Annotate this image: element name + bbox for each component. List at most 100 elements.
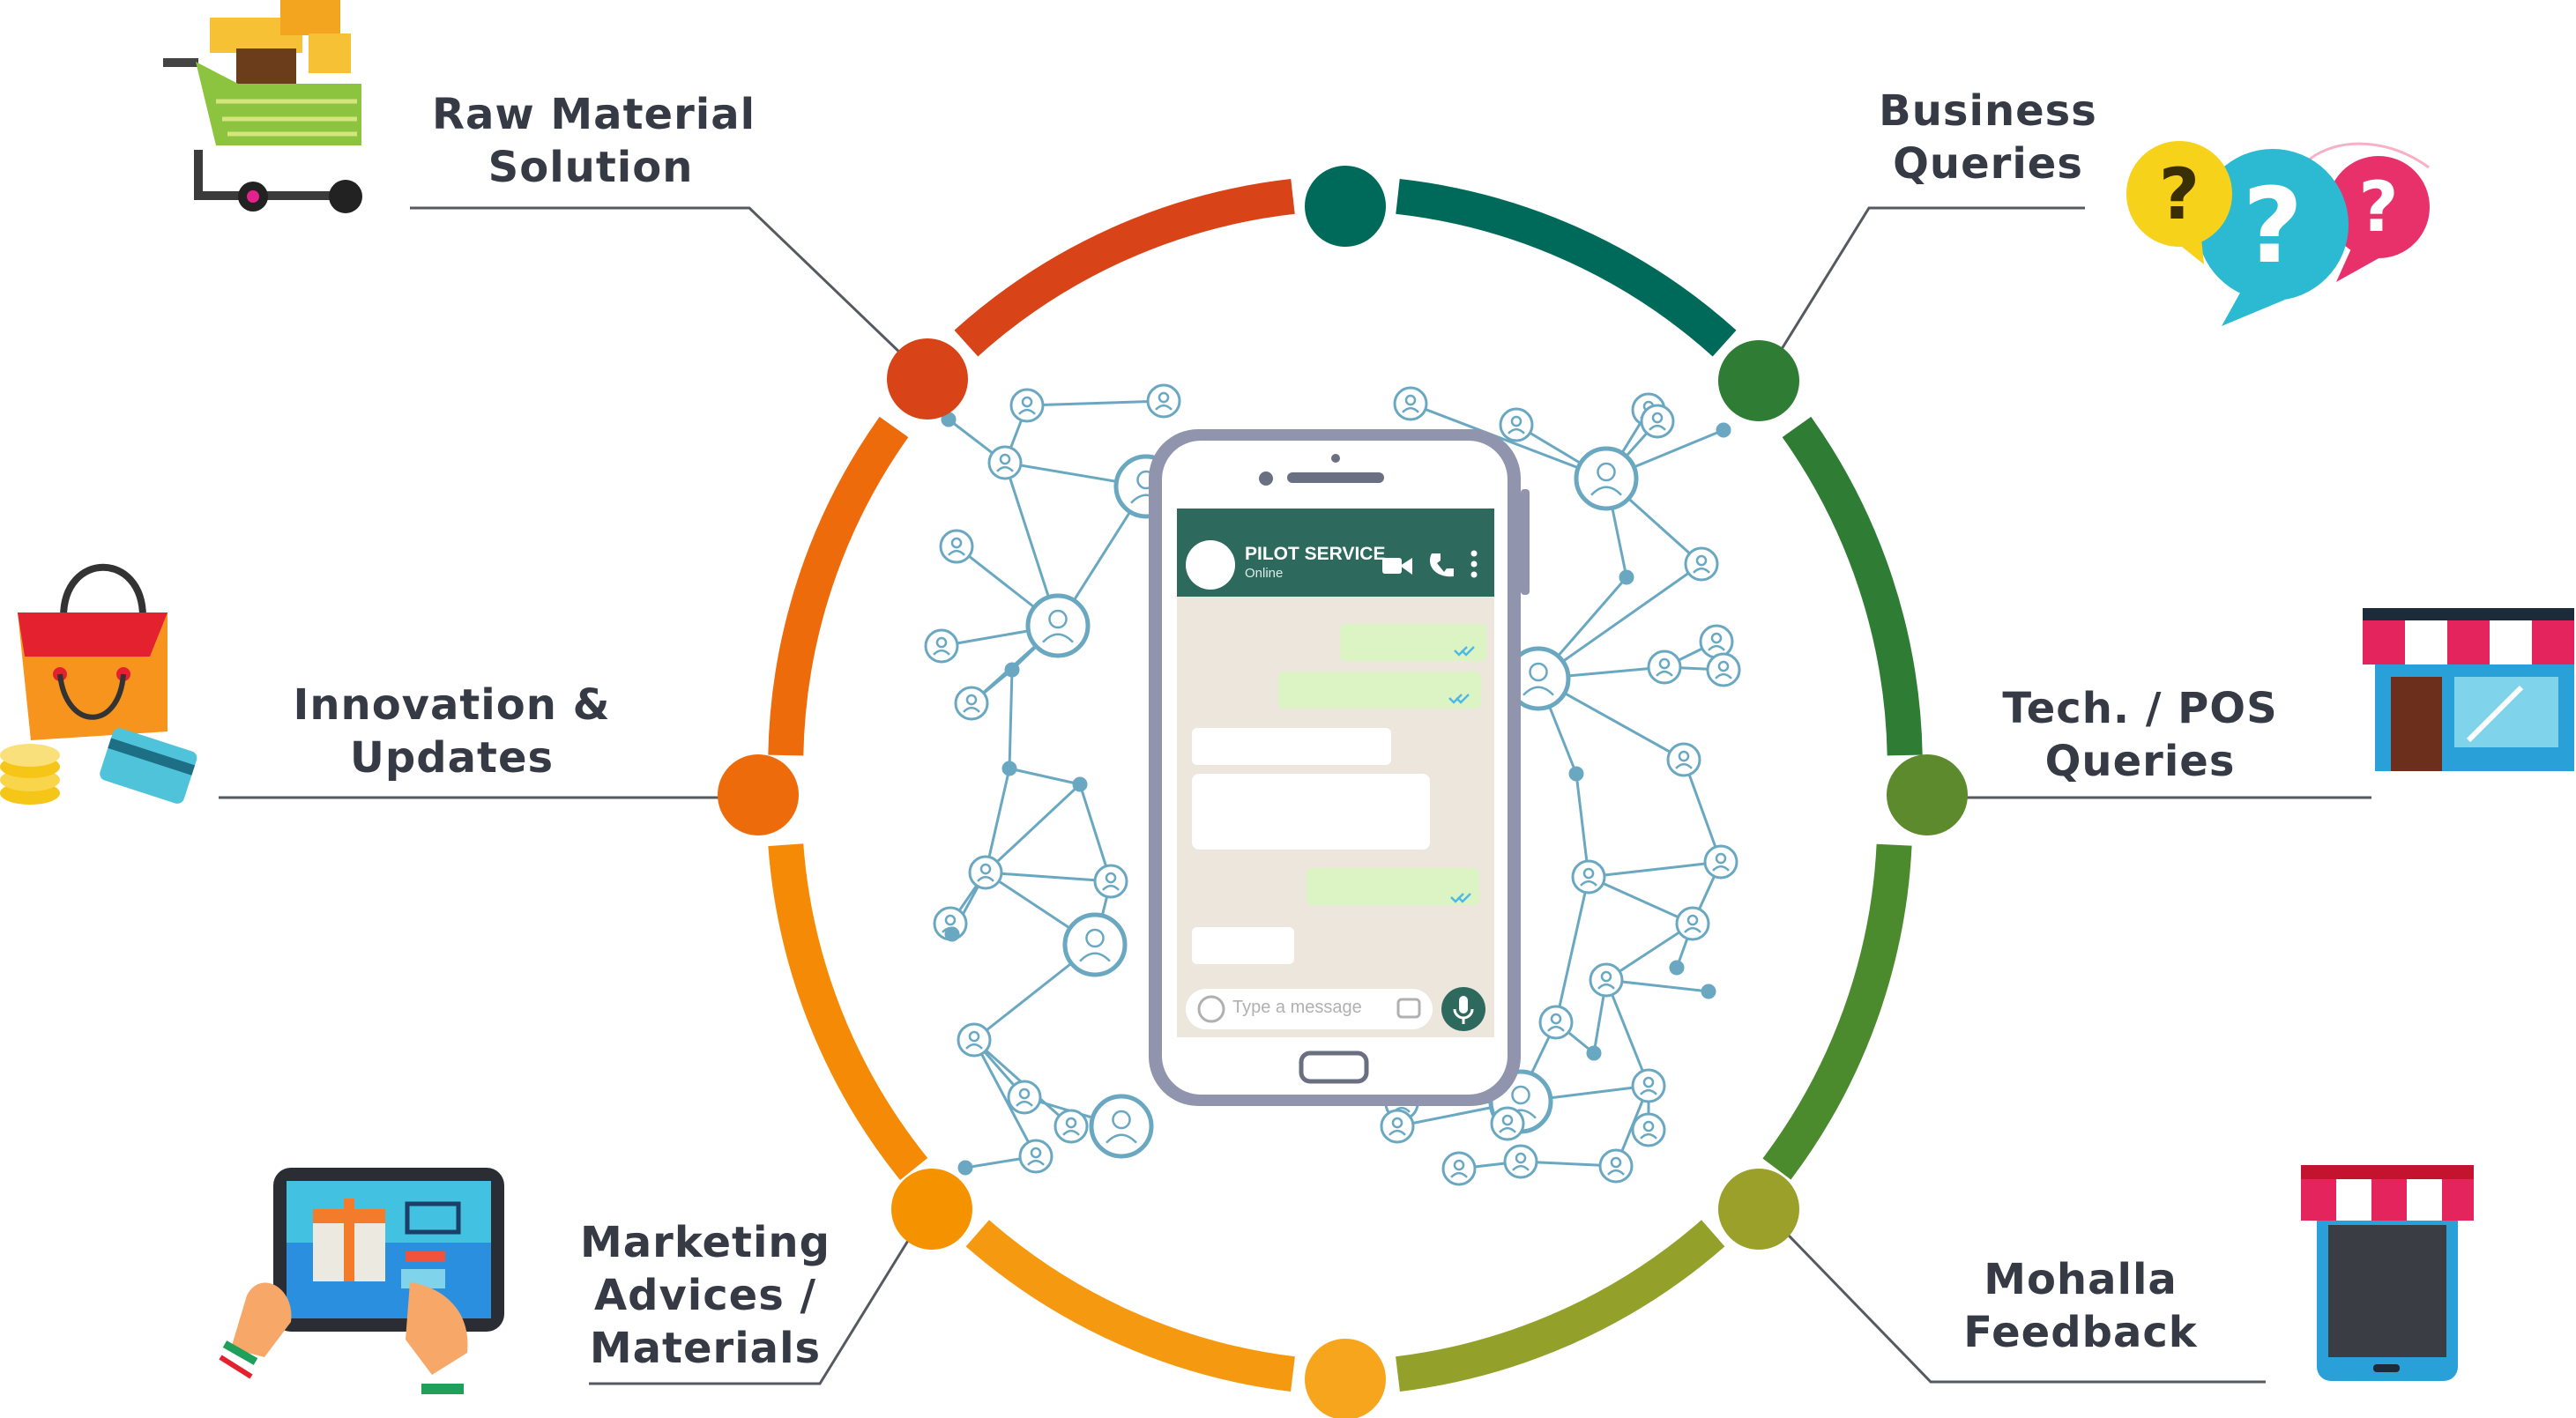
network-person-node	[1586, 1045, 1602, 1061]
person-head	[1658, 657, 1671, 670]
label-innovation-updates: Innovation &Updates	[293, 680, 611, 783]
network-person-node	[1716, 422, 1731, 438]
network-person-node	[1669, 960, 1685, 976]
network-edge	[1009, 767, 1081, 786]
node-top	[1305, 166, 1386, 247]
person-body	[1684, 926, 1701, 933]
network-edge	[1554, 876, 1590, 1023]
person-head	[999, 453, 1011, 465]
person-head	[1642, 1076, 1655, 1088]
person-body	[1640, 1132, 1657, 1140]
person-head	[1678, 750, 1690, 762]
ring-arc-top-left	[954, 179, 1295, 357]
network-edge	[985, 871, 1112, 883]
person-body	[963, 706, 980, 713]
person-head	[1510, 415, 1523, 427]
process-ring	[768, 179, 1923, 1392]
smartphone-icon	[1149, 429, 1530, 1106]
ring-arc-left-upper	[768, 416, 909, 756]
network-person-node	[1004, 662, 1020, 678]
ring-arc-bottom-left	[965, 1220, 1295, 1392]
person-head	[1600, 970, 1612, 983]
person-head	[965, 694, 978, 706]
network-person-node	[1701, 984, 1716, 999]
person-head	[1030, 1147, 1042, 1159]
chat-app-status: Online	[1245, 566, 1284, 581]
person-body	[1640, 1088, 1657, 1095]
network-edge	[1605, 922, 1694, 982]
person-body	[1590, 486, 1622, 496]
person-body	[1389, 1129, 1406, 1136]
person-head	[1651, 412, 1664, 424]
connector-business-queries	[1761, 206, 2085, 380]
person-body	[1712, 865, 1730, 872]
person-head	[1511, 1085, 1530, 1105]
message-input[interactable]: Type a message	[1232, 998, 1362, 1017]
tablet-shopping-icon	[219, 1168, 504, 1394]
node-mohalla	[1718, 1169, 1799, 1250]
svg-text:?: ?	[2358, 168, 2398, 248]
person-head	[1642, 1120, 1655, 1132]
node-raw-material	[887, 338, 968, 419]
person-body	[1580, 880, 1597, 887]
person-body	[1499, 1126, 1516, 1133]
person-body	[1523, 686, 1554, 696]
network-person-node	[1001, 761, 1017, 776]
person-head	[1715, 852, 1727, 865]
network-edge	[1588, 860, 1722, 879]
person-head	[1597, 462, 1616, 482]
node-tech-pos	[1887, 754, 1968, 835]
person-head	[1501, 1114, 1514, 1126]
person-body	[1547, 1025, 1565, 1032]
person-body	[1607, 1169, 1625, 1176]
connector-marketing	[589, 1208, 929, 1385]
node-marketing	[891, 1169, 972, 1250]
svg-text:?: ?	[2159, 153, 2200, 235]
person-body	[1102, 884, 1120, 891]
node-bottom	[1305, 1339, 1386, 1418]
person-head	[1021, 396, 1033, 408]
person-head	[1695, 554, 1708, 567]
connector-mohalla	[1761, 1207, 2266, 1384]
person-head	[1550, 1013, 1562, 1025]
network-person-node	[1072, 776, 1088, 792]
person-body	[1016, 1100, 1033, 1107]
ring-arc-bottom-right	[1396, 1220, 1725, 1392]
network-edge	[1008, 669, 1014, 769]
person-head	[968, 1030, 980, 1043]
person-body	[1656, 670, 1673, 677]
person-head	[1085, 928, 1105, 948]
mobile-shop-icon	[2301, 1165, 2474, 1381]
network-edge	[972, 1039, 1038, 1157]
person-body	[1042, 633, 1074, 643]
shopping-cart-icon	[163, 0, 362, 213]
person-head	[1515, 1152, 1527, 1164]
ring-arc-top-right	[1396, 179, 1737, 357]
network-edge	[984, 768, 1011, 873]
chat-app-title: PILOT SERVICE	[1245, 544, 1386, 564]
person-head	[1710, 632, 1723, 644]
person-body	[1062, 1129, 1080, 1136]
shopping-bag-icon	[0, 563, 197, 805]
svg-text:?: ?	[2243, 165, 2303, 286]
person-head	[1582, 867, 1595, 880]
person-body	[1649, 424, 1666, 431]
person-body	[977, 875, 994, 882]
person-head	[1453, 1159, 1465, 1171]
person-head	[1717, 660, 1730, 672]
person-head	[1065, 1117, 1077, 1129]
person-body	[1155, 404, 1173, 411]
network-edge	[1537, 562, 1702, 680]
network-edge	[1588, 875, 1694, 925]
person-head	[1105, 872, 1117, 884]
connector-raw-material	[410, 206, 929, 381]
question-bubbles-icon: ? ? ?	[2126, 141, 2430, 326]
person-head	[950, 537, 963, 549]
person-body	[948, 549, 965, 556]
person-body	[1402, 406, 1419, 413]
